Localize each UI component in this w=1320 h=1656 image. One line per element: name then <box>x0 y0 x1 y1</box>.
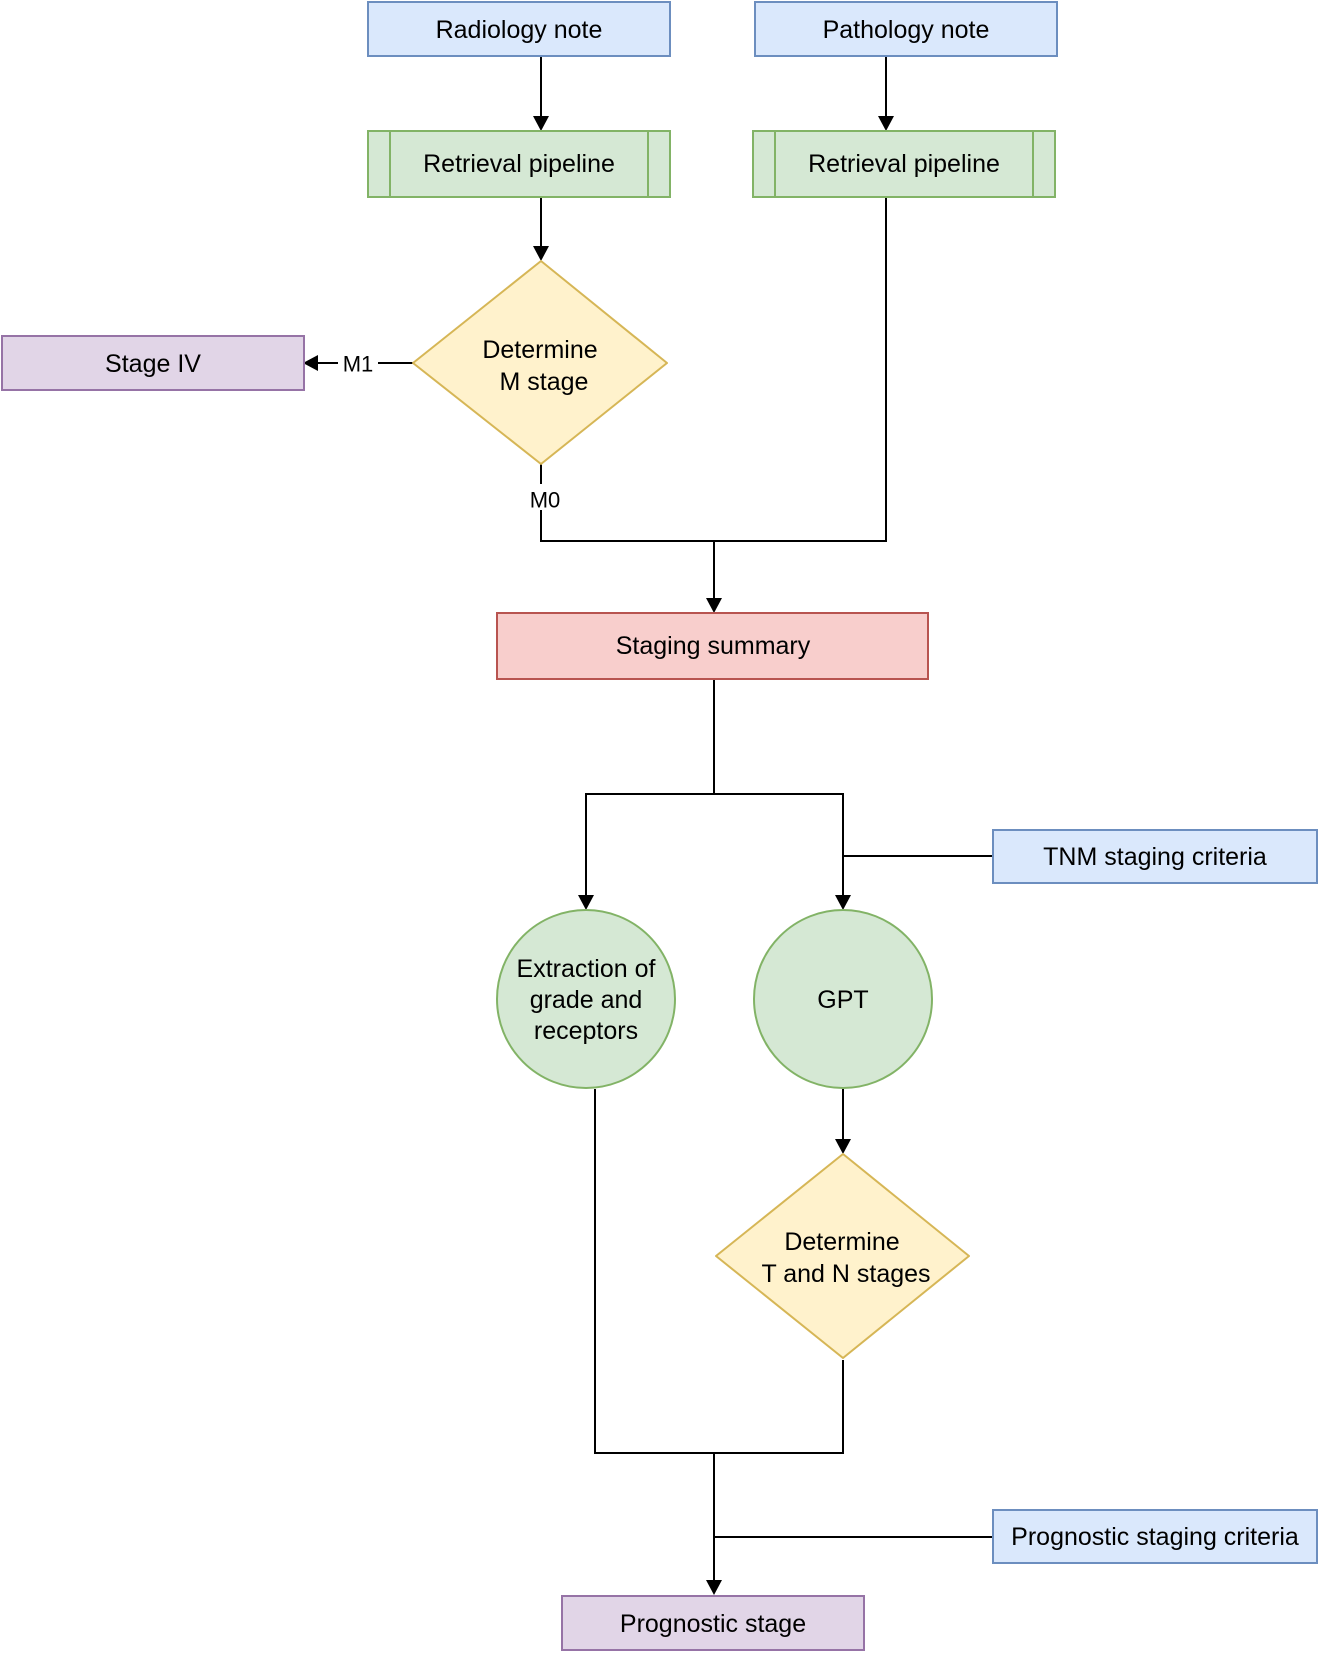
node-staging-summary: Staging summary <box>496 612 929 680</box>
arrowhead <box>533 246 549 261</box>
node-label: Radiology note <box>436 16 603 44</box>
node-label: Stage IV <box>105 350 201 378</box>
node-label: GPT <box>817 986 868 1014</box>
arrowhead <box>303 355 318 371</box>
arrowhead <box>835 1139 851 1154</box>
node-determine-tn-stages: Determine T and N stages <box>715 1153 970 1359</box>
edge-split-to-gpt <box>714 793 844 897</box>
connectors <box>303 56 993 1595</box>
node-gpt: GPT <box>753 909 933 1089</box>
edge-label-m1: M1 <box>343 352 374 377</box>
node-label: Staging summary <box>616 632 811 660</box>
node-label: Retrieval pipeline <box>808 150 1000 178</box>
arrowhead <box>706 598 722 613</box>
node-extraction-grade-receptors: Extraction of grade and receptors <box>496 909 676 1089</box>
node-label: Prognostic stage <box>620 1610 806 1638</box>
arrowhead <box>706 1580 722 1595</box>
node-label: TNM staging criteria <box>1043 843 1267 871</box>
node-label-line-2: T and N stages <box>761 1260 930 1288</box>
edge-label-m0: M0 <box>530 488 561 513</box>
arrowhead <box>533 116 549 131</box>
node-determine-m-stage: Determine M stage <box>412 260 668 465</box>
node-label-line-1: Determine <box>482 336 597 364</box>
node-label: Pathology note <box>823 16 990 44</box>
node-tnm-staging-criteria: TNM staging criteria <box>992 829 1318 884</box>
node-prognostic-stage: Prognostic stage <box>561 1595 865 1651</box>
edge-split-to-extraction <box>585 793 714 897</box>
arrowhead <box>835 895 851 910</box>
node-label-line-1: Extraction of <box>517 955 656 983</box>
node-radiology-note: Radiology note <box>367 1 671 57</box>
node-retrieval-pipeline-right: Retrieval pipeline <box>752 130 1056 198</box>
node-retrieval-pipeline-left: Retrieval pipeline <box>367 130 671 198</box>
arrowhead <box>878 116 894 131</box>
node-label: Prognostic staging criteria <box>1011 1523 1299 1551</box>
node-stage-iv: Stage IV <box>1 335 305 391</box>
node-label: Retrieval pipeline <box>423 150 615 178</box>
node-pathology-note: Pathology note <box>754 1 1058 57</box>
node-label-line-1: Determine <box>784 1228 899 1256</box>
node-label-line-2: grade and <box>530 986 643 1014</box>
arrowhead <box>578 895 594 910</box>
edge-extraction-to-merge <box>594 1089 844 1454</box>
node-prognostic-staging-criteria: Prognostic staging criteria <box>992 1509 1318 1564</box>
node-label-line-2: M stage <box>500 368 589 396</box>
node-label-line-3: receptors <box>534 1017 638 1045</box>
